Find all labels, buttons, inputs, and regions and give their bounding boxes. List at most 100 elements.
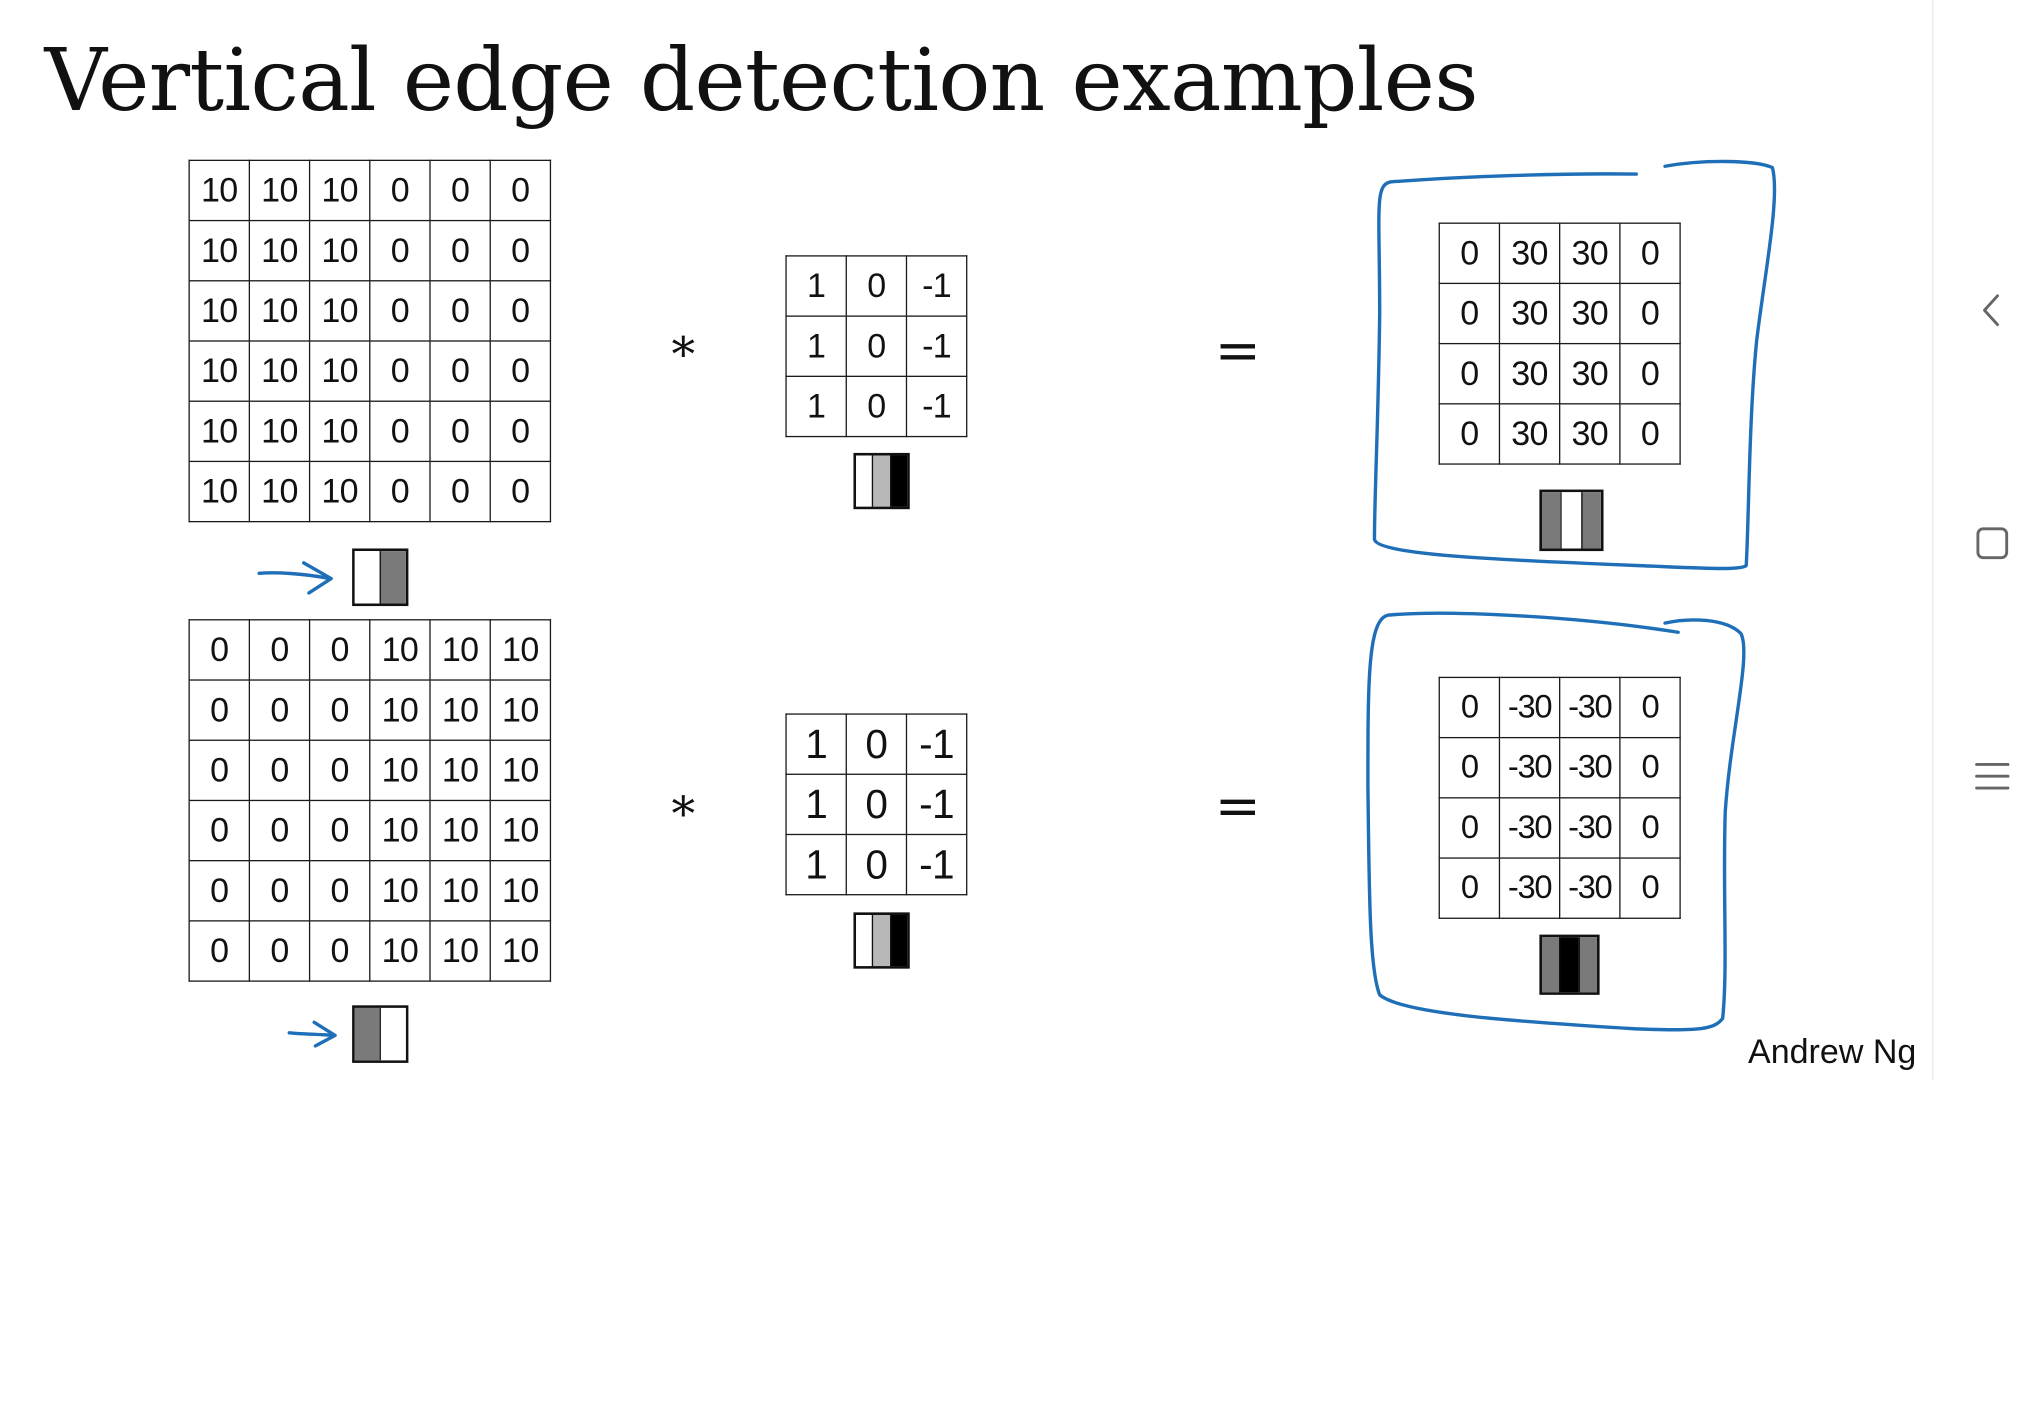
swatch-bar [1542,937,1560,993]
swatch-bar [354,1007,380,1061]
swatch-bar [1578,937,1597,993]
matrix-cell: 10 [188,460,251,523]
hamburger-menu-icon [1975,763,2010,790]
convolution-operator-2: * [671,788,696,842]
matrix-cell: 0 [308,679,371,741]
matrix-cell: 10 [248,400,311,463]
matrix-cell: 0 [188,739,251,802]
matrix-cell: 0 [845,375,908,438]
matrix-cell: 10 [489,739,552,802]
matrix-cell: 10 [429,679,491,741]
matrix-cell: 0 [489,460,552,523]
matrix-cell: 10 [369,739,431,802]
matrix-cell: 0 [248,679,311,741]
input-intensity-swatch-1 [352,548,409,607]
matrix-cell: 0 [489,219,552,282]
matrix-cell: 0 [1619,736,1681,799]
matrix-cell: 10 [188,340,251,402]
matrix-cell: 30 [1559,403,1621,465]
matrix-cell: 0 [1438,857,1501,919]
matrix-cell: -1 [905,315,968,377]
matrix-cell: 0 [1619,222,1681,285]
swatch-bar [1542,492,1561,549]
matrix-cell: 0 [369,280,431,342]
matrix-cell: 10 [489,799,552,862]
matrix-cell: 10 [308,400,371,463]
back-button[interactable] [1973,291,2012,330]
matrix-cell: -30 [1498,736,1561,799]
swatch-bar [872,914,890,967]
swatch-bar [379,1007,406,1061]
matrix-cell: 0 [1438,282,1501,345]
matrix-cell: 10 [369,799,431,862]
equals-sign-1: = [1214,318,1261,383]
matrix-cell: 10 [188,159,251,222]
matrix-cell: 30 [1498,282,1561,345]
matrix-cell: -30 [1498,857,1561,919]
matrix-cell: -1 [905,713,968,775]
matrix-cell: 0 [369,159,431,222]
matrix-cell: 10 [489,679,552,741]
matrix-cell: -30 [1498,676,1561,739]
output-intensity-swatch-1 [1539,489,1604,552]
matrix-cell: 0 [308,619,371,681]
matrix-cell: 0 [248,619,311,681]
author-credit: Andrew Ng [1748,1031,1917,1071]
pen-arrow-2 [287,1031,336,1038]
matrix-cell: 0 [1438,676,1501,739]
matrix-cell: 0 [308,920,371,982]
matrix-cell: 10 [248,159,311,222]
matrix-cell: 0 [429,400,491,463]
matrix-cell: 10 [308,280,371,342]
matrix-cell: 10 [308,159,371,222]
matrix-cell: -30 [1559,676,1621,739]
slide-title: Vertical edge detection examples [44,30,1479,131]
matrix-cell: -1 [905,375,968,438]
matrix-cell: 10 [188,219,251,282]
matrix-cell: 30 [1498,222,1561,285]
swatch-bar [379,551,406,604]
matrix-cell: 30 [1498,342,1561,405]
matrix-cell: 30 [1498,403,1561,465]
matrix-cell: 0 [1619,342,1681,405]
matrix-cell: 0 [1619,857,1681,919]
matrix-cell: 10 [489,920,552,982]
matrix-cell: 0 [248,739,311,802]
matrix-cell: 10 [369,860,431,922]
matrix-cell: 0 [188,679,251,741]
matrix-cell: -1 [905,255,968,317]
matrix-cell: 0 [308,739,371,802]
matrix-cell: 0 [845,315,908,377]
matrix-cell: 0 [845,773,908,836]
matrix-cell: 10 [248,340,311,402]
menu-button[interactable] [1973,757,2012,796]
matrix-cell: 0 [429,219,491,282]
swatch-bar [354,551,380,604]
swatch-bar [1560,492,1581,549]
matrix-cell: 10 [188,280,251,342]
square-icon [1976,527,2009,560]
overview-button[interactable] [1973,524,2012,563]
filter-intensity-swatch-1 [853,452,910,510]
pen-arrowhead-1 [301,561,333,595]
matrix-cell: 0 [369,460,431,523]
matrix-cell: 0 [489,400,552,463]
matrix-cell: 1 [785,773,847,836]
